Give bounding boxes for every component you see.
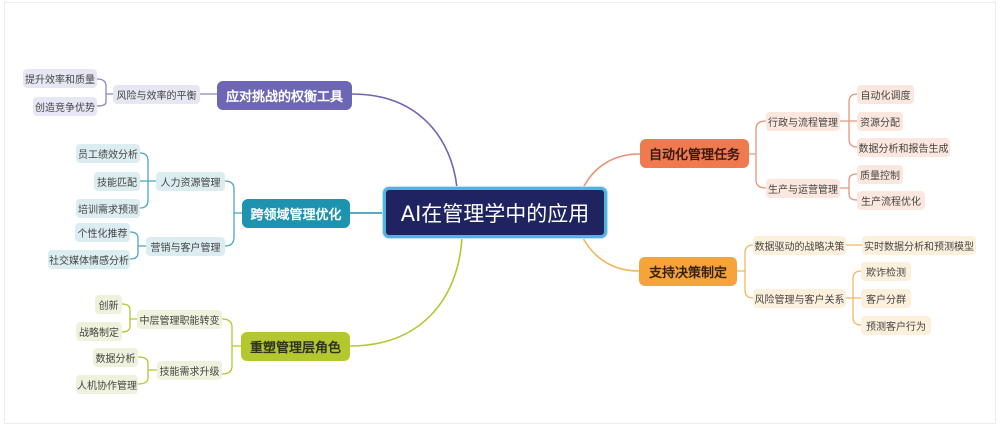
- leaf-fraud-detection[interactable]: 欺诈检测: [861, 262, 911, 281]
- branch-challenge-tradeoff[interactable]: 应对挑战的权衡工具: [217, 81, 352, 110]
- leaf-strategy-formulation[interactable]: 战略制定: [76, 322, 122, 341]
- leaf-innovation[interactable]: 创新: [95, 295, 122, 314]
- leaf-training-forecast[interactable]: 培训需求预测: [76, 199, 140, 218]
- leaf-personalized-recommendation[interactable]: 个性化推荐: [75, 223, 130, 242]
- leaf-quality-control[interactable]: 质量控制: [857, 165, 903, 184]
- node-risk-efficiency-balance[interactable]: 风险与效率的平衡: [113, 85, 200, 104]
- leaf-auto-scheduling[interactable]: 自动化调度: [857, 85, 914, 104]
- node-skill-upgrade[interactable]: 技能需求升级: [157, 361, 222, 380]
- leaf-skill-matching[interactable]: 技能匹配: [94, 172, 140, 191]
- leaf-data-reporting[interactable]: 数据分析和报告生成: [857, 138, 950, 157]
- leaf-create-competitive-advantage[interactable]: 创造竞争优势: [33, 97, 97, 116]
- node-middle-management-shift[interactable]: 中层管理职能转变: [137, 310, 222, 329]
- central-topic[interactable]: AI在管理学中的应用: [383, 187, 607, 238]
- leaf-resource-allocation[interactable]: 资源分配: [857, 112, 903, 131]
- branch-automate-management-tasks[interactable]: 自动化管理任务: [640, 139, 749, 168]
- leaf-customer-segmentation[interactable]: 客户分群: [861, 289, 911, 308]
- leaf-process-optimization[interactable]: 生产流程优化: [857, 191, 925, 210]
- node-production-operations[interactable]: 生产与运营管理: [766, 179, 840, 198]
- leaf-performance-analysis[interactable]: 员工绩效分析: [76, 144, 140, 163]
- node-hr-management[interactable]: 人力资源管理: [156, 172, 225, 191]
- leaf-human-machine-collaboration[interactable]: 人机协作管理: [76, 375, 138, 394]
- node-data-driven-strategy[interactable]: 数据驱动的战略决策: [753, 236, 846, 255]
- leaf-social-sentiment-analysis[interactable]: 社交媒体情感分析: [48, 250, 130, 269]
- leaf-data-analysis[interactable]: 数据分析: [93, 348, 138, 367]
- node-risk-customer-relations[interactable]: 风险管理与客户关系: [753, 289, 846, 308]
- branch-decision-support[interactable]: 支持决策制定: [639, 257, 737, 286]
- leaf-realtime-predictive-models[interactable]: 实时数据分析和预测模型: [862, 236, 976, 255]
- branch-cross-domain-optimization[interactable]: 跨领域管理优化: [242, 199, 350, 228]
- node-admin-process[interactable]: 行政与流程管理: [766, 112, 840, 131]
- branch-reshape-management-role[interactable]: 重塑管理层角色: [241, 332, 350, 361]
- node-marketing-customer[interactable]: 营销与客户管理: [146, 237, 225, 256]
- leaf-improve-efficiency-quality[interactable]: 提升效率和质量: [23, 69, 97, 88]
- leaf-predict-customer-behavior[interactable]: 预测客户行为: [861, 316, 931, 335]
